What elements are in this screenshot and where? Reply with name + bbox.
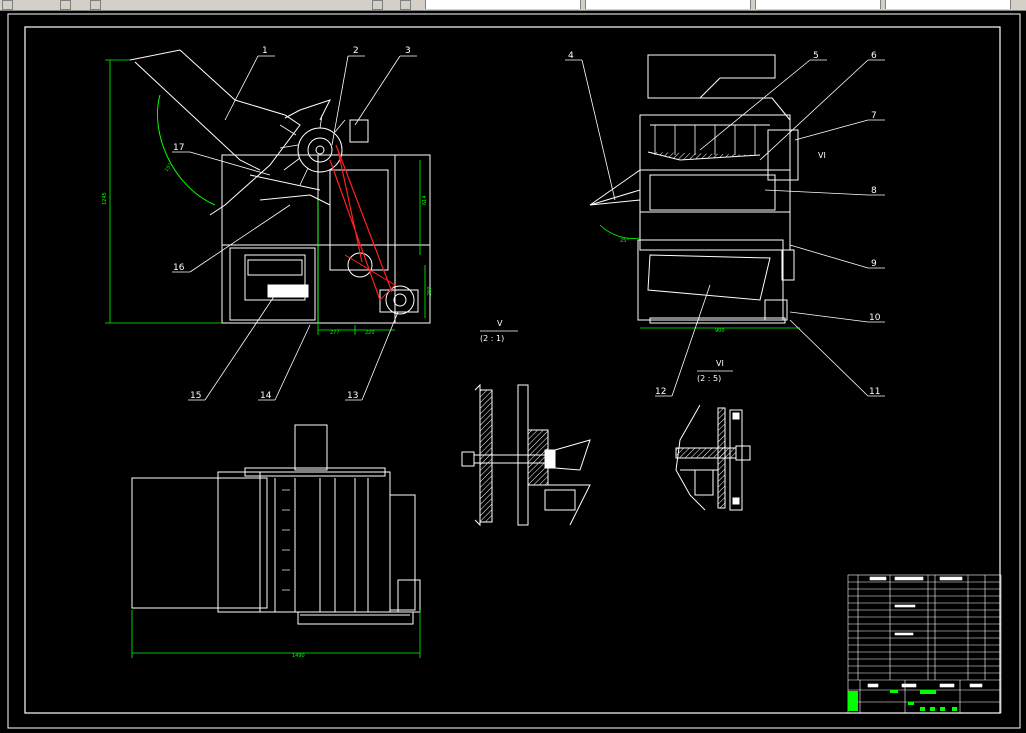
callout-2: 2: [353, 46, 359, 56]
callout-14: 14: [260, 391, 272, 401]
dim-front-vert: 614: [422, 195, 428, 205]
callout-4: 4: [568, 51, 574, 61]
plan-view: [131, 424, 421, 625]
front-leaders: [172, 55, 417, 401]
callout-10: 10: [869, 313, 881, 323]
detail-v-label: V: [497, 319, 503, 328]
menu-icon[interactable]: [2, 0, 13, 10]
detail-v-view: [461, 383, 591, 527]
color-icon[interactable]: [90, 0, 101, 10]
dim-plan-width: 1490: [292, 653, 305, 659]
sheet-outer-border: [7, 13, 1021, 729]
linetype-icon[interactable]: [372, 0, 383, 10]
front-dimensions: [105, 59, 426, 335]
dim-side-width: 900: [715, 328, 725, 334]
callout-16: 16: [173, 263, 185, 273]
dim-side-angle: 25°: [620, 238, 629, 244]
linetype-dropdown[interactable]: [585, 0, 751, 9]
sheet-inner-border: [24, 26, 1001, 714]
layer-dropdown[interactable]: [425, 0, 581, 9]
callout-7: 7: [871, 111, 877, 121]
callout-9: 9: [871, 259, 877, 269]
detail-v-scale: (2 : 1): [480, 334, 504, 343]
plotstyle-dropdown[interactable]: [885, 0, 1011, 9]
plan-dimensions: [131, 610, 421, 658]
side-view: [589, 54, 799, 324]
callout-11: 11: [869, 387, 880, 397]
callout-6: 6: [871, 51, 877, 61]
detail-vi-view: [675, 404, 751, 511]
dim-front-angle: 15°: [164, 162, 174, 173]
lineweight-dropdown[interactable]: [755, 0, 881, 9]
front-view: [129, 49, 431, 324]
dim-front-height: 1245: [102, 192, 108, 205]
callout-13: 13: [347, 391, 358, 401]
dim-front-small: 260: [427, 286, 433, 296]
dim-front-w2: 220: [365, 330, 375, 336]
callout-15: 15: [190, 391, 201, 401]
dim-front-w1: 277: [330, 330, 340, 336]
title-block: [847, 574, 1002, 714]
detail-marker-vi: VI: [818, 151, 826, 160]
detail-vi-label: VI: [716, 359, 724, 368]
callout-17: 17: [173, 143, 184, 153]
layer-icon[interactable]: [60, 0, 71, 10]
drawing-canvas[interactable]: 1245 614 260 277 220 15° 1 2 3 17 16 15 …: [0, 10, 1026, 733]
callout-3: 3: [405, 46, 411, 56]
side-leaders: [565, 59, 885, 397]
side-dimensions: [599, 224, 800, 329]
callout-5: 5: [813, 51, 819, 61]
callout-1: 1: [262, 46, 268, 56]
callout-8: 8: [871, 186, 877, 196]
app-toolbar: [0, 0, 1026, 11]
callout-12: 12: [655, 387, 666, 397]
detail-vi-scale: (2 : 5): [697, 374, 721, 383]
lineweight-icon[interactable]: [400, 0, 411, 10]
